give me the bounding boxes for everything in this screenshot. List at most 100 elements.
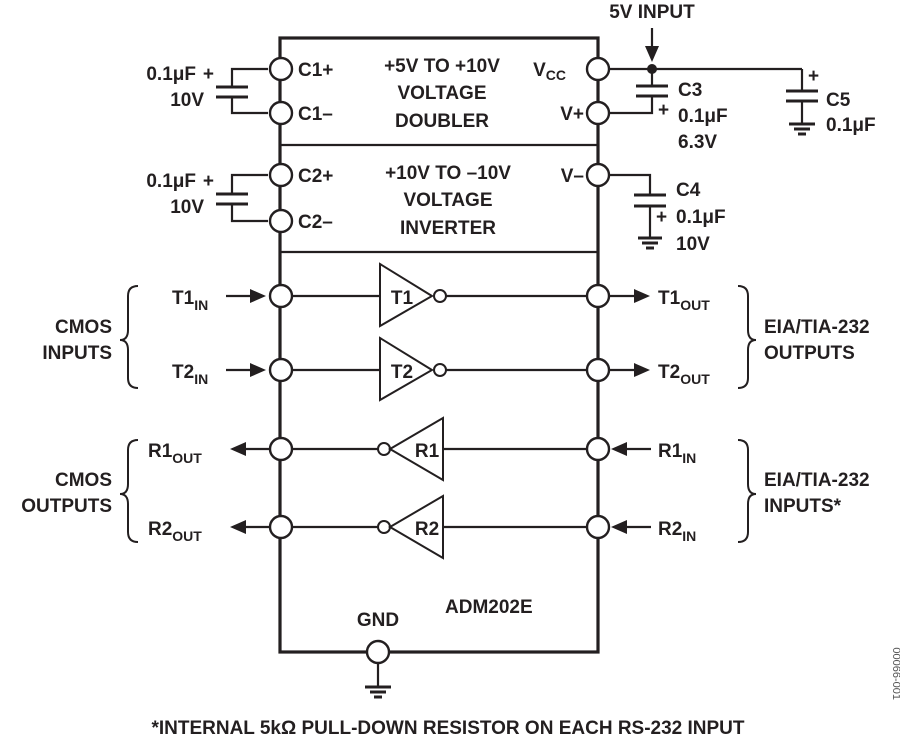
pin-r1-in <box>585 436 611 462</box>
footnote: *INTERNAL 5kΩ PULL-DOWN RESISTOR ON EACH… <box>151 718 744 739</box>
doubler-line3: DOUBLER <box>395 111 489 132</box>
cmos-inputs-brace <box>119 285 139 389</box>
c4-polarity: + <box>656 207 667 228</box>
r2-in-arrow-icon <box>611 520 627 534</box>
c3-name: C3 <box>678 80 702 101</box>
inverter-line2: VOLTAGE <box>403 190 492 211</box>
receiver-r1-label: R1 <box>415 441 440 462</box>
label-vminus: V– <box>561 166 584 187</box>
ground-icon <box>365 685 391 699</box>
c1-voltage: 10V <box>170 90 204 111</box>
eia-outputs-line2: OUTPUTS <box>764 343 855 364</box>
label-t1-in: T1IN <box>172 288 208 313</box>
c2-voltage: 10V <box>170 197 204 218</box>
label-r2-in: R2IN <box>658 519 696 544</box>
c1-polarity: + <box>203 64 214 85</box>
driver-t1-inverter-bubble <box>433 289 447 303</box>
inverter-line3: INVERTER <box>400 218 496 239</box>
driver-t1-buffer-icon <box>379 262 434 328</box>
t2-in-arrow-icon <box>250 363 266 377</box>
pin-c2-minus <box>268 208 294 234</box>
label-t1-out: T1OUT <box>658 288 710 313</box>
driver-t1: T1 <box>292 262 587 328</box>
pin-t2-in <box>268 357 294 383</box>
t1-in-arrow-icon <box>250 289 266 303</box>
inverter-line1: +10V TO –10V <box>385 163 511 184</box>
pin-r2-out <box>268 514 294 540</box>
label-r1-in: R1IN <box>658 441 696 466</box>
chip-name: ADM202E <box>445 597 533 618</box>
driver-t2-buffer-icon <box>379 336 434 402</box>
driver-t2-label: T2 <box>391 362 413 383</box>
label-c1-minus: C1– <box>298 104 333 125</box>
t2-out-arrow-icon <box>634 363 650 377</box>
driver-t2: T2 <box>292 336 587 402</box>
eia-inputs-line1: EIA/TIA-232 <box>764 470 870 491</box>
voltage-inverter-block: +10V TO –10V VOLTAGE INVERTER <box>385 163 511 239</box>
label-c2-plus: C2+ <box>298 166 333 187</box>
label-t2-in: T2IN <box>172 362 208 387</box>
label-r2-out: R2OUT <box>148 519 202 544</box>
doubler-line2: VOLTAGE <box>397 83 486 104</box>
pin-gnd <box>365 639 391 665</box>
pin-c2-plus <box>268 162 294 188</box>
pin-r1-out <box>268 436 294 462</box>
voltage-doubler-block: +5V TO +10V VOLTAGE DOUBLER <box>384 56 500 132</box>
eia-inputs-line2: INPUTS* <box>764 496 842 517</box>
label-c1-plus: C1+ <box>298 60 333 81</box>
cmos-outputs-line2: OUTPUTS <box>21 496 112 517</box>
r2-out-arrow-icon <box>230 520 246 534</box>
c1-value: 0.1μF <box>146 64 196 85</box>
pin-t1-in <box>268 283 294 309</box>
eia-outputs-brace <box>737 285 757 389</box>
capacitor-c5: + C5 0.1μF <box>786 66 876 136</box>
cmos-outputs-line1: CMOS <box>55 470 112 491</box>
eia-outputs-line1: EIA/TIA-232 <box>764 317 870 338</box>
capacitor-c1: + 0.1μF 10V <box>146 64 268 115</box>
cmos-outputs-brace <box>119 439 139 543</box>
five-volt-input-label: 5V INPUT <box>609 2 695 23</box>
pin-t1-out <box>585 283 611 309</box>
c3-polarity: + <box>658 100 669 121</box>
cmos-inputs-line2: INPUTS <box>42 343 112 364</box>
pin-vminus <box>585 162 611 188</box>
eia-inputs-brace <box>737 439 757 543</box>
c4-name: C4 <box>676 180 701 201</box>
receiver-r2: R2 <box>292 494 587 560</box>
r1-out-arrow-icon <box>230 442 246 456</box>
c2-polarity: + <box>203 171 214 192</box>
cmos-inputs-line1: CMOS <box>55 317 112 338</box>
capacitor-c3: + C3 0.1μF 6.3V <box>609 69 728 153</box>
figure-id: 00066-001 <box>890 647 900 700</box>
r1-in-arrow-icon <box>611 442 627 456</box>
driver-t2-inverter-bubble <box>433 363 447 377</box>
label-r1-out: R1OUT <box>148 441 202 466</box>
pin-r2-in <box>585 514 611 540</box>
input-arrow-icon <box>645 46 659 62</box>
doubler-line1: +5V TO +10V <box>384 56 500 77</box>
label-c2-minus: C2– <box>298 212 333 233</box>
label-gnd: GND <box>357 610 399 631</box>
c2-value: 0.1μF <box>146 171 196 192</box>
pin-vcc <box>585 56 611 82</box>
receiver-r1: R1 <box>292 416 587 482</box>
c4-voltage: 10V <box>676 234 710 255</box>
c5-value: 0.1μF <box>826 115 876 136</box>
pin-c1-plus <box>268 56 294 82</box>
capacitor-c4: + C4 0.1μF 10V <box>609 173 726 255</box>
label-t2-out: T2OUT <box>658 362 710 387</box>
c4-value: 0.1μF <box>676 207 726 228</box>
capacitor-c2: + 0.1μF 10V <box>146 171 268 223</box>
c5-name: C5 <box>826 90 851 111</box>
pin-vplus <box>585 100 611 126</box>
c3-voltage: 6.3V <box>678 132 717 153</box>
pin-c1-minus <box>268 100 294 126</box>
driver-t1-label: T1 <box>391 288 414 309</box>
c5-polarity: + <box>808 66 819 87</box>
label-vplus: V+ <box>560 104 584 125</box>
pin-t2-out <box>585 357 611 383</box>
receiver-r2-label: R2 <box>415 519 439 540</box>
t1-out-arrow-icon <box>634 289 650 303</box>
label-vcc: VCC <box>533 60 566 83</box>
